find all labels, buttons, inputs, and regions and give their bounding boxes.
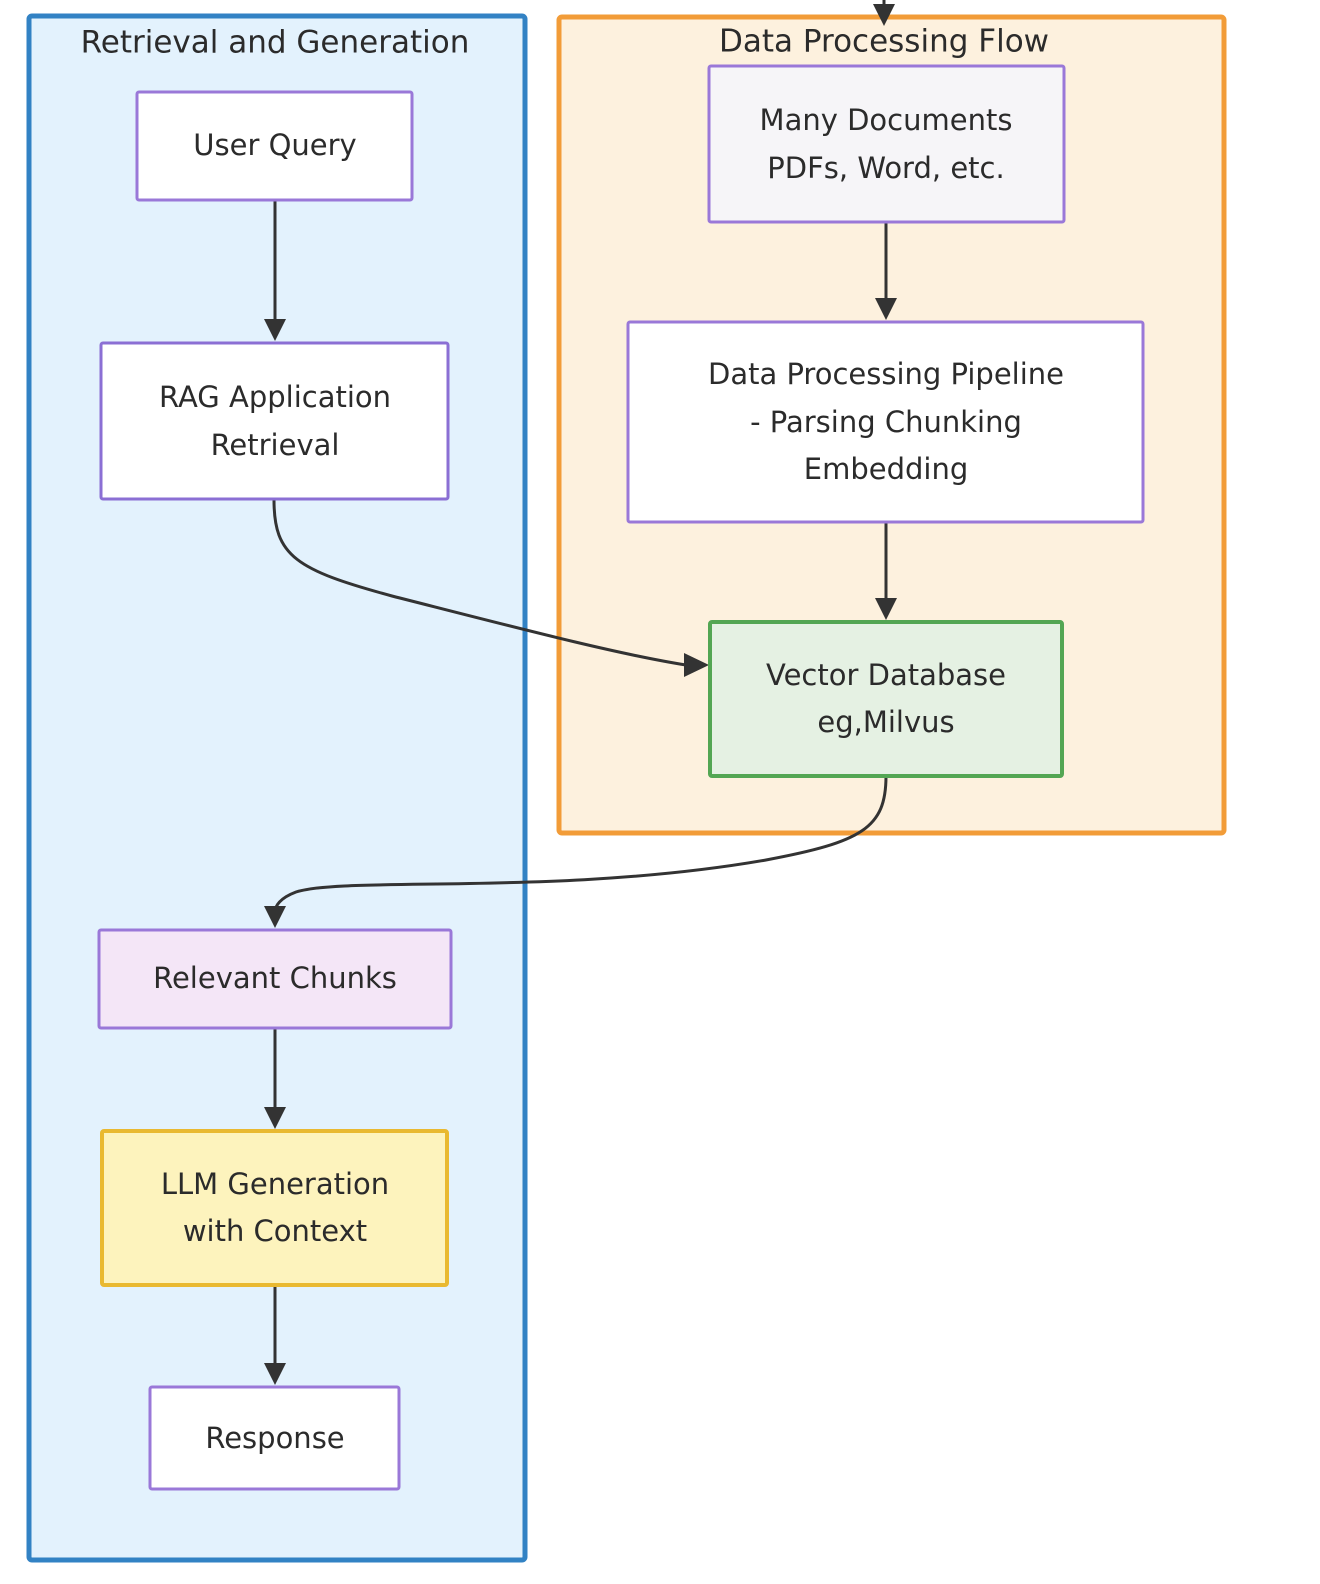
node-vector-database-label-line-1: Vector Database (766, 658, 1006, 692)
edge-many-documents-to-pipeline-arrowhead (875, 298, 897, 320)
node-vector-database-rect (708, 620, 1064, 778)
edge-incoming-top (873, 0, 895, 26)
node-rag-application-retrieval[interactable]: RAG Application Retrieval (99, 341, 450, 501)
edge-vector-database-to-relevant-chunks (264, 775, 888, 928)
node-data-processing-pipeline-label-line-2: - Parsing Chunking (750, 405, 1022, 439)
node-user-query-label-line-1: User Query (193, 128, 356, 162)
subgraph-data-processing-flow-label: Data Processing Flow (719, 24, 1049, 60)
edge-vector-database-to-relevant-chunks-line (273, 775, 888, 913)
node-many-documents-label-line-1: Many Documents (760, 103, 1013, 137)
node-relevant-chunks-rect (97, 928, 453, 1030)
edge-pipeline-to-vector-database-arrowhead (875, 598, 897, 620)
edge-relevant-chunks-to-llm (264, 1028, 286, 1129)
node-data-processing-pipeline[interactable]: Data Processing Pipeline - Parsing Chunk… (626, 320, 1145, 524)
edge-pipeline-to-vector-database (875, 522, 897, 620)
node-many-documents-rect (707, 64, 1066, 224)
node-llm-generation-label-line-1: LLM Generation (161, 1167, 389, 1201)
edge-rag-to-vector-database-line (272, 499, 687, 667)
node-rag-application-retrieval-rect (99, 341, 450, 501)
edges-group (264, 0, 897, 1385)
node-llm-generation-label-line-2: with Context (183, 1214, 367, 1248)
node-response-rect (148, 1385, 401, 1491)
edge-user-query-to-rag-arrowhead (264, 319, 286, 341)
node-data-processing-pipeline-label-line-3: Embedding (804, 452, 968, 486)
node-data-processing-pipeline-rect (626, 320, 1145, 524)
edge-rag-to-vector-database (272, 499, 709, 677)
node-rag-application-retrieval-label-line-1: RAG Application (159, 380, 391, 414)
node-data-processing-pipeline-label-line-1: Data Processing Pipeline (708, 357, 1064, 391)
node-vector-database-label-line-2: eg,Milvus (817, 705, 954, 739)
subgraph-retrieval-and-generation[interactable]: Retrieval and Generation (26, 13, 528, 1563)
subgraph-retrieval-and-generation-rect (26, 13, 528, 1563)
edge-incoming-top-arrowhead (873, 4, 895, 26)
node-many-documents[interactable]: Many Documents PDFs, Word, etc. (707, 64, 1066, 224)
edge-relevant-chunks-to-llm-arrowhead (264, 1107, 286, 1129)
edge-rag-to-vector-database-arrowhead (684, 653, 709, 677)
node-user-query-rect (135, 90, 414, 202)
node-response[interactable]: Response (148, 1385, 401, 1491)
node-response-label-line-1: Response (205, 1421, 344, 1455)
node-relevant-chunks-label-line-1: Relevant Chunks (153, 961, 397, 995)
edge-llm-to-response-arrowhead (264, 1363, 286, 1385)
edge-llm-to-response (264, 1285, 286, 1385)
node-relevant-chunks[interactable]: Relevant Chunks (97, 928, 453, 1030)
edge-user-query-to-rag (264, 200, 286, 341)
node-many-documents-label-line-2: PDFs, Word, etc. (767, 151, 1004, 185)
node-user-query[interactable]: User Query (135, 90, 414, 202)
node-llm-generation[interactable]: LLM Generation with Context (100, 1129, 449, 1287)
node-llm-generation-rect (100, 1129, 449, 1287)
edge-many-documents-to-pipeline (875, 222, 897, 320)
edge-vector-database-to-relevant-chunks-arrowhead (264, 906, 286, 928)
node-rag-application-retrieval-label-line-2: Retrieval (211, 428, 340, 462)
subgraph-retrieval-and-generation-label: Retrieval and Generation (81, 25, 470, 61)
node-vector-database[interactable]: Vector Database eg,Milvus (708, 620, 1064, 778)
